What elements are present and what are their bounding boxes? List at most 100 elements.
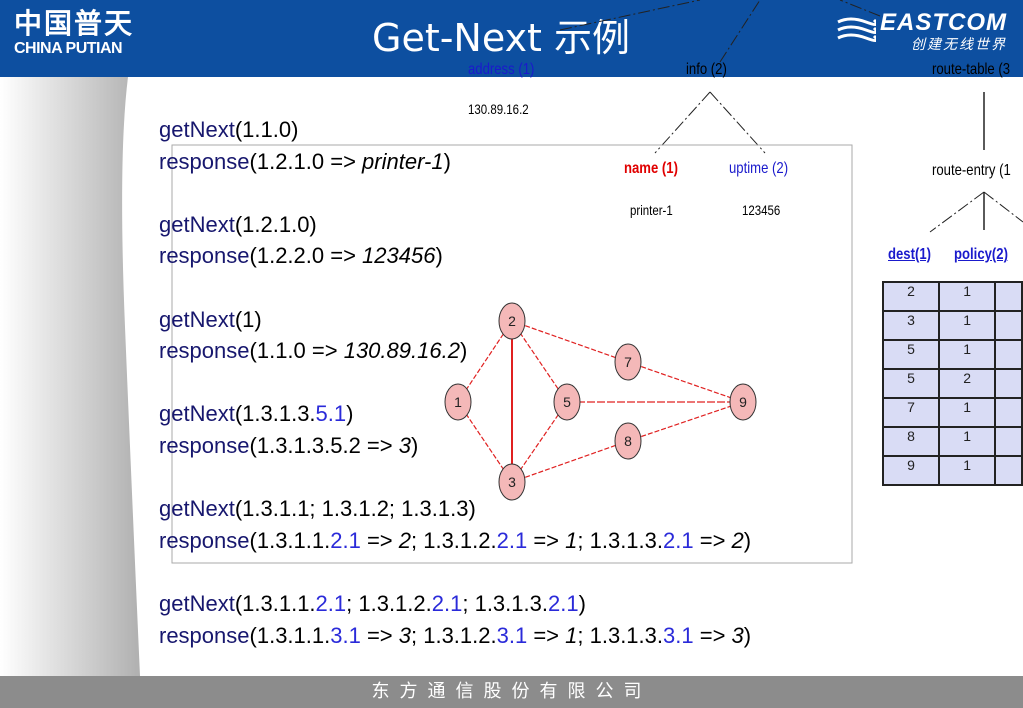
code-value: 1 — [565, 622, 578, 648]
route-extra-cell — [994, 426, 1023, 457]
code-value: 1 — [565, 527, 578, 553]
route-policy-cell: 1 — [938, 397, 997, 428]
graph-node-label: 8 — [624, 433, 632, 449]
route-policy-cell: 1 — [938, 455, 997, 486]
graph-node-8: 8 — [614, 422, 642, 460]
code-highlight: 2.1 — [315, 590, 347, 616]
code-value: 3 — [398, 432, 411, 458]
decorative-curve — [0, 77, 140, 676]
graph-node-3: 3 — [498, 463, 526, 501]
company-name: 东方通信股份有限公司 — [371, 681, 652, 702]
code-highlight: 3.1 — [663, 622, 694, 648]
code-text: ) — [743, 527, 752, 553]
code-line — [159, 462, 751, 494]
info-label: info (2) — [686, 61, 727, 78]
logo-en-text: CHINA PUTIAN — [14, 40, 123, 57]
code-text: ; 1.3.1.2. — [411, 527, 497, 553]
code-text: ; 1.3.1.3. — [577, 622, 664, 648]
code-text: => — [527, 622, 566, 648]
policy-column-header: policy(2) — [954, 246, 1008, 263]
code-value: 3 — [398, 622, 411, 648]
code-text: => — [527, 527, 566, 553]
code-text: (1.2.1.0) — [234, 211, 317, 237]
code-line: getNext(1.3.1.3.5.1) — [159, 398, 751, 430]
name-value: printer-1 — [630, 202, 673, 218]
route-dest-cell: 9 — [881, 455, 941, 486]
logo-cn-text: 中国普天 — [14, 7, 135, 40]
code-line: response(1.2.1.0 => printer-1) — [159, 146, 751, 178]
eastcom-slogan-text: 创建无线世界 — [911, 37, 1007, 53]
tree-lines — [559, 0, 1023, 233]
code-text: ; 1.3.1.2. — [411, 622, 497, 648]
code-text: (1.3.1.3. — [234, 401, 316, 427]
code-text: (1.2.1.0 => — [249, 148, 363, 174]
code-function: getNext — [159, 117, 235, 142]
code-text: ) — [459, 338, 468, 364]
route-dest-cell: 7 — [881, 397, 941, 428]
code-line — [159, 177, 751, 209]
code-text: ; 1.3.1.2. — [346, 590, 432, 616]
graph-node-9: 9 — [729, 383, 757, 421]
code-text: (1) — [234, 306, 262, 332]
code-highlight: 2.1 — [547, 590, 579, 616]
route-dest-cell: 5 — [881, 368, 941, 399]
get-next-listing: getNext(1.1.0)response(1.2.1.0 => printe… — [159, 114, 751, 651]
route-extra-cell — [994, 397, 1023, 428]
graph-node-1: 1 — [444, 383, 472, 421]
code-value: 3 — [731, 622, 744, 648]
code-text: (1.3.1.1; 1.3.1.2; 1.3.1.3) — [234, 496, 476, 522]
code-line: getNext(1.1.0) — [159, 114, 751, 146]
code-value: printer-1 — [362, 148, 444, 174]
graph-node-label: 1 — [454, 394, 462, 410]
code-value: 2 — [398, 527, 411, 553]
route-extra-cell — [994, 455, 1023, 486]
code-text: (1.3.1.1. — [249, 527, 331, 553]
code-line: response(1.2.2.0 => 123456) — [159, 240, 751, 272]
code-line — [159, 272, 751, 304]
code-line: response(1.3.1.3.5.2 => 3) — [159, 430, 751, 462]
code-line — [159, 556, 751, 588]
code-function: response — [159, 622, 250, 648]
route-table-label: route-table (3 — [932, 61, 1011, 78]
code-function: getNext — [159, 306, 235, 332]
code-text: ) — [435, 243, 443, 269]
code-text: ) — [411, 432, 419, 458]
code-text: => — [360, 527, 399, 553]
route-policy-cell: 1 — [938, 281, 997, 312]
graph-node-label: 9 — [739, 394, 747, 410]
code-function: response — [159, 432, 250, 458]
name-label: name (1) — [624, 160, 678, 177]
code-text: (1.3.1.1. — [249, 622, 331, 648]
code-line: response(1.3.1.1.2.1 => 2; 1.3.1.2.2.1 =… — [159, 525, 751, 557]
code-line: getNext(1.2.1.0) — [159, 209, 751, 241]
code-text: (1.1.0 => — [249, 338, 344, 364]
code-highlight: 5.1 — [315, 401, 347, 427]
graph-node-7: 7 — [614, 343, 642, 381]
uptime-value: 123456 — [742, 202, 781, 218]
code-function: getNext — [159, 590, 235, 616]
graph-node-label: 5 — [563, 394, 571, 410]
route-policy-cell: 2 — [938, 368, 997, 399]
graph-node-5: 5 — [553, 383, 581, 421]
code-text: ) — [578, 590, 586, 616]
code-function: getNext — [159, 401, 235, 427]
graph-node-label: 2 — [508, 313, 516, 329]
code-line: response(1.3.1.1.3.1 => 3; 1.3.1.2.3.1 =… — [159, 620, 751, 652]
code-value: 130.89.16.2 — [343, 338, 460, 364]
code-line: getNext(1.3.1.1; 1.3.1.2; 1.3.1.3) — [159, 493, 751, 525]
code-function: response — [159, 338, 250, 364]
code-text: (1.1.0) — [234, 117, 299, 142]
code-highlight: 2.1 — [663, 527, 694, 553]
code-line — [159, 367, 751, 399]
dest-column-header: dest(1) — [888, 246, 932, 263]
eastcom-wave-icon — [837, 17, 876, 43]
eastcom-brand-text: EASTCOM — [880, 9, 1007, 36]
code-value: 123456 — [362, 243, 436, 269]
header-bar: 中国普天 CHINA PUTIAN Get-Next 示例 EASTCOM 创建… — [0, 0, 1023, 77]
code-text: ) — [743, 622, 752, 648]
